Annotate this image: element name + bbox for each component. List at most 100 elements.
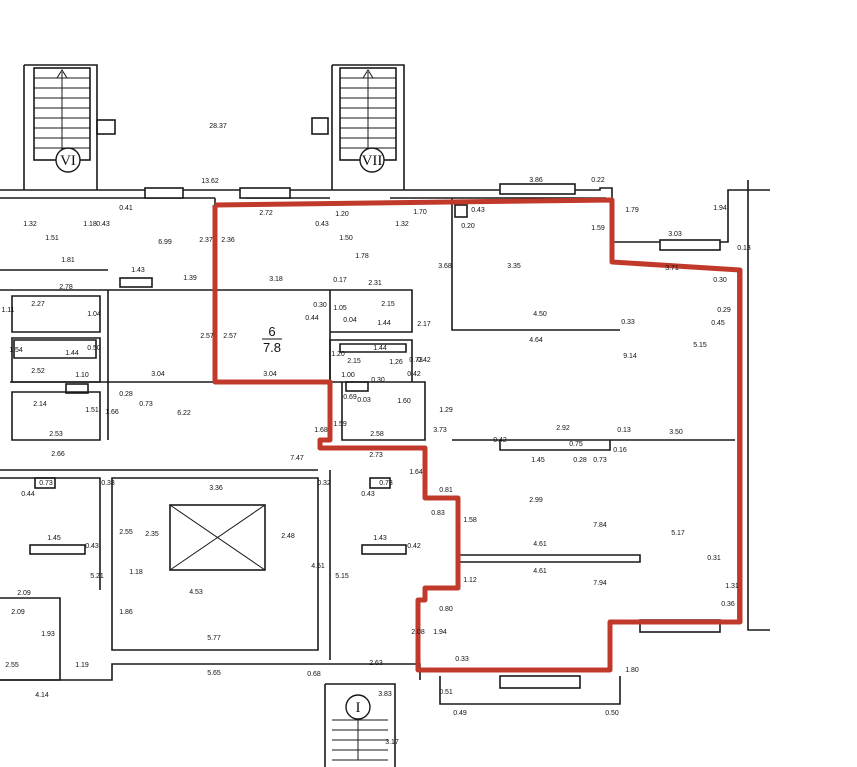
dimension-label: 3.50 [669,429,683,436]
dimension-label: 2.36 [221,237,235,244]
dimension-label: 1.81 [61,257,75,264]
dimension-label: 2.99 [529,497,543,504]
dimension-label: 0.69 [343,394,357,401]
plan-walls [0,64,770,767]
dimension-label: 6.99 [158,239,172,246]
dimension-label: 5.15 [335,573,349,580]
dimension-label: 2.09 [17,590,31,597]
dimension-label: 3.35 [507,263,521,270]
dimension-label: 0.42 [417,357,431,364]
dimension-label: 4.51 [311,563,325,570]
dimension-label: 5.17 [671,530,685,537]
dimension-label: 0.16 [613,447,627,454]
dimension-label: 1.51 [85,407,99,414]
dimension-label: 0.28 [119,391,133,398]
dimension-label: 1.45 [47,535,61,542]
shaft-box-1 [96,119,116,135]
dimension-label: 5.65 [207,670,221,677]
dimension-label: 0.43 [315,221,329,228]
dimension-label: 3.36 [209,485,223,492]
stair-label-vii: VII [362,153,383,169]
dimension-label: 9.14 [623,353,637,360]
dimension-label: 5.15 [693,342,707,349]
dimension-label: 4.53 [189,589,203,596]
dimension-label: 1.32 [395,221,409,228]
dimension-label: 0.30 [713,277,727,284]
dimension-label: 2.48 [281,533,295,540]
dimension-label: 0.75 [569,441,583,448]
shaft-box-2 [311,117,329,135]
dimension-label: 1.39 [183,275,197,282]
dimension-label: 2.55 [119,529,133,536]
dimension-label: 3.73 [433,427,447,434]
dimension-label: 1.80 [625,667,639,674]
room-area: 7.8 [263,340,281,355]
dimension-label: 2.92 [556,425,570,432]
dimension-label: 1.04 [87,311,101,318]
stairwell-vii [331,64,405,190]
dimension-label: 2.57 [200,333,214,340]
dimension-label: 0.80 [439,606,453,613]
dimension-label: 0.30 [371,377,385,384]
dimension-label: 1.86 [119,609,133,616]
dimension-label: 5.77 [207,635,221,642]
dimension-label: 3.04 [151,371,165,378]
dimension-label: 1.51 [45,235,59,242]
dimension-label: 1.43 [373,535,387,542]
dimension-label: 4.61 [533,541,547,548]
dimension-label: 2.31 [368,280,382,287]
dimension-label: 2.55 [5,662,19,669]
dimension-label: 3.03 [668,231,682,238]
dimension-label: 1.12 [463,577,477,584]
dimension-label: 0.28 [573,457,587,464]
dimension-label: 2.53 [49,431,63,438]
dimension-label: 1.32 [23,221,37,228]
dimension-label: 0.04 [343,317,357,324]
dimension-label: 0.36 [721,601,735,608]
dimension-label: 2.27 [31,301,45,308]
dimension-label: 1.20 [335,211,349,218]
dimension-label: 0.22 [591,177,605,184]
dimension-label: 1.60 [397,398,411,405]
dimension-label: 0.73 [139,401,153,408]
dimension-label: 2.78 [59,284,73,291]
dimension-label: 0.33 [621,319,635,326]
dimension-label: 1.44 [377,320,391,327]
dimension-label: 1.18 [83,221,97,228]
dimension-label: 0.49 [453,710,467,717]
dimension-label: 0.17 [333,277,347,284]
dimension-label: 1.94 [433,629,447,636]
dimension-label: 5.21 [90,573,104,580]
dimension-label: 2.35 [145,531,159,538]
dimension-label: 1.31 [725,583,739,590]
dimension-label: 1.11 [1,307,14,314]
dimension-label: 2.09 [11,609,25,616]
dimension-label: 0.51 [439,689,453,696]
dimension-label: 1.19 [75,662,89,669]
dimension-label: 2.52 [31,368,45,375]
dimension-label: 1.94 [713,205,727,212]
dimension-label: 0.32 [317,480,331,487]
dimension-label: 4.61 [533,568,547,575]
dimension-label: 0.45 [711,320,725,327]
dimension-label: 1.78 [355,253,369,260]
dimension-label: 3.17 [385,739,399,746]
dimension-label: 0.31 [707,555,721,562]
dimension-label: 2.15 [381,301,395,308]
dimension-label: 7.47 [290,455,304,462]
dimension-label: 2.14 [33,401,47,408]
dimension-label: 1.54 [9,347,23,354]
dimension-label: 4.14 [35,692,49,699]
dimension-label: 0.73 [409,357,423,364]
dimension-label: 2.73 [369,452,383,459]
window-top-2 [239,187,291,199]
dimension-label: 0.81 [439,487,453,494]
dimension-label: 2.37 [199,237,213,244]
dimension-label: 0.03 [357,397,371,404]
dimension-label: 3.04 [263,371,277,378]
dimension-label: 7.84 [593,522,607,529]
stair-marker-vi: VI [55,147,81,173]
stair-label-vi: VI [60,153,76,169]
